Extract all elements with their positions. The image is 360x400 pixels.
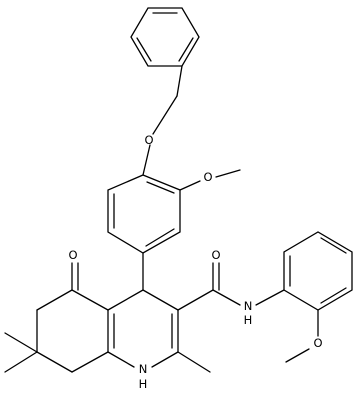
right-methoxy-methyl-bond <box>285 348 310 363</box>
atom-h-amide: H <box>244 313 253 327</box>
c7-c8-bond <box>36 351 73 373</box>
benzyl-ring-double-bond-3 <box>136 37 152 62</box>
c4-c3-bond <box>142 289 179 311</box>
atom-o-methoxy-right: O <box>313 336 322 350</box>
c4a-c4-bond <box>107 289 144 311</box>
right-ring-double-bond-2 <box>320 237 347 254</box>
middle-ring-double-bond-2 <box>145 228 175 247</box>
atom-o-ketone: O <box>68 248 77 262</box>
middle-phenyl-ring <box>107 174 181 254</box>
c2-methyl-bond <box>177 351 211 373</box>
benzyl-phenyl-ring <box>130 7 200 67</box>
n1-c8a-bond <box>107 351 135 368</box>
atom-n-amide: N <box>244 299 253 313</box>
atom-o-methoxy-top: O <box>203 170 212 184</box>
methoxyphenyl-ring <box>283 231 353 311</box>
benzyl-ring-double-bond-2 <box>178 37 194 62</box>
c7-methyl-1-bond <box>4 332 38 353</box>
nitrogen-aryl-bond <box>255 289 285 306</box>
c2-n1-bond <box>151 351 179 368</box>
methoxy-methyl-bond <box>215 169 241 178</box>
middle-ring-double-bond-1 <box>146 181 175 194</box>
benzyl-ch2-bond <box>176 65 183 97</box>
atom-o-benzyl-ether: O <box>144 133 153 147</box>
c4a-c5-bond <box>71 289 109 311</box>
atom-labels: O O O O N H N H O <box>68 133 322 391</box>
c5-c6-bond <box>36 289 73 311</box>
atom-h-ring: H <box>139 377 148 391</box>
c3-carbonyl-bond <box>177 289 214 311</box>
right-ring-double-bond-3 <box>320 287 347 304</box>
carbonyl-nitrogen-bond <box>212 289 241 306</box>
c8-c8a-bond <box>71 351 109 373</box>
c7-methyl-2-bond <box>4 351 38 373</box>
atom-o-amide: O <box>211 248 220 262</box>
bonds <box>4 7 353 373</box>
ch2-oxygen-bond <box>152 95 178 135</box>
atom-n-ring: N <box>139 362 148 376</box>
ring-methoxy-oxygen-bond <box>179 180 201 191</box>
oxygen-ring-bond <box>142 144 151 176</box>
